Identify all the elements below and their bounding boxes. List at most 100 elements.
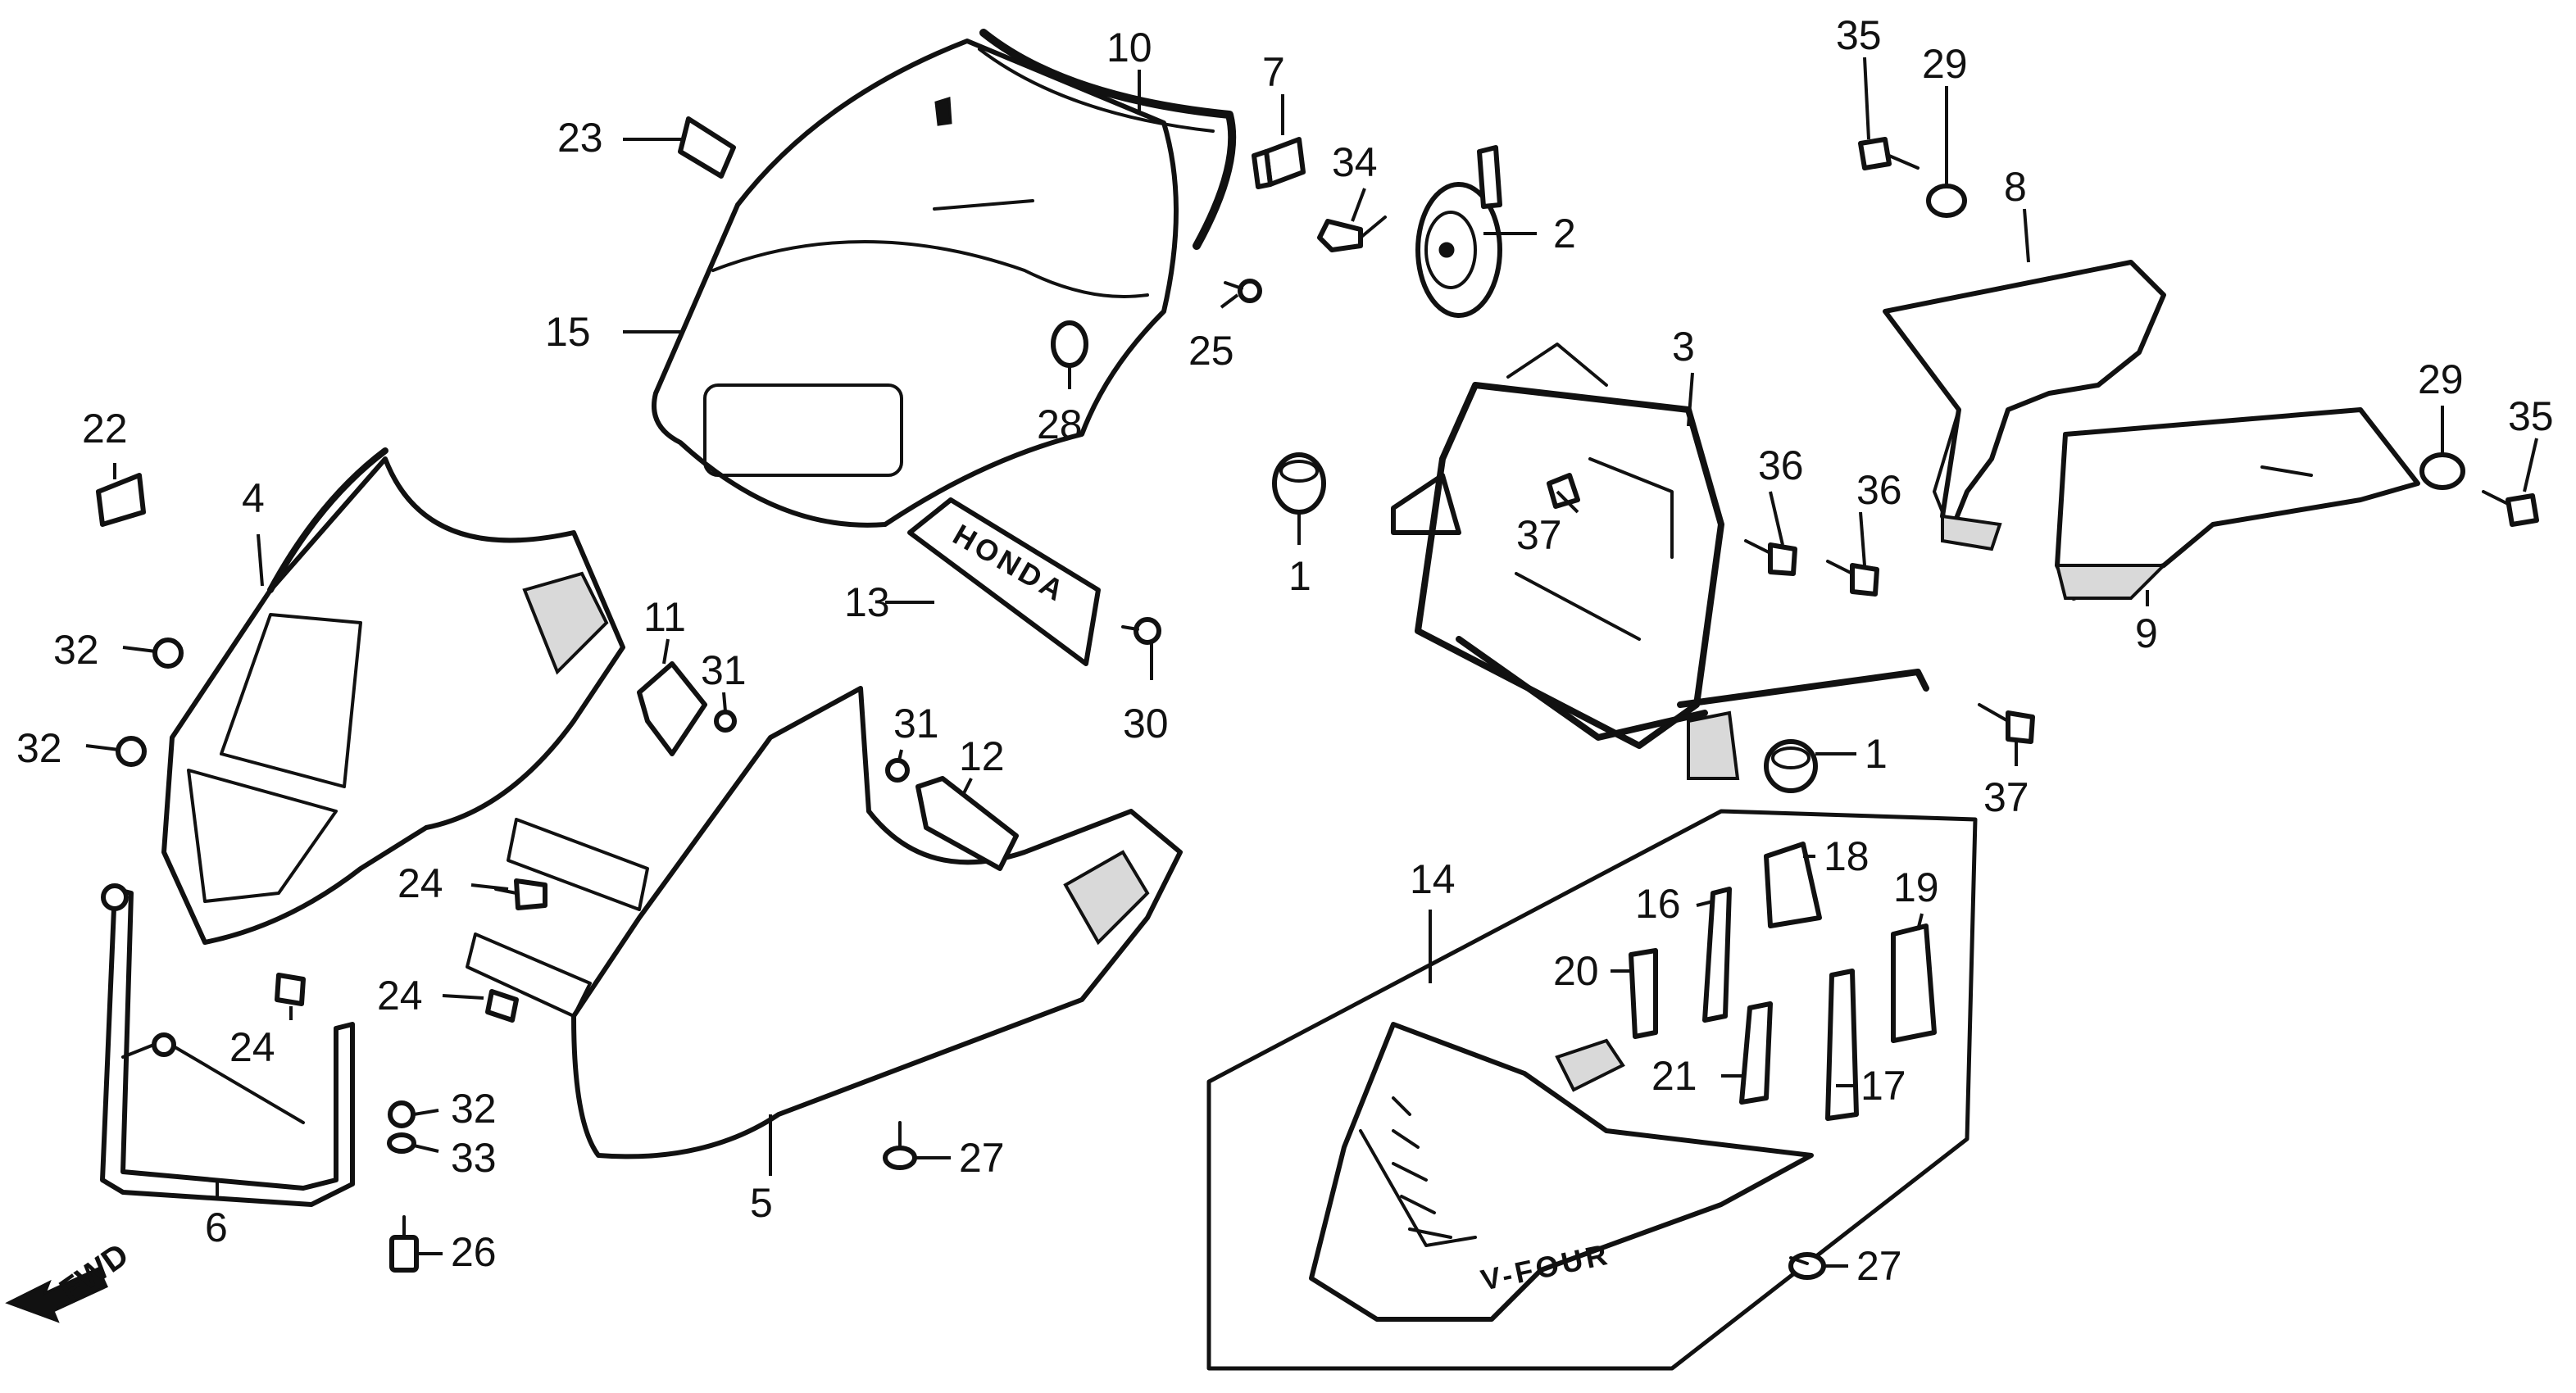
- decal-18: [1764, 842, 1822, 928]
- callout-32b: 32: [16, 725, 62, 771]
- callout-5: 5: [750, 1180, 773, 1226]
- callout-6: 6: [205, 1205, 228, 1250]
- callout-35a: 35: [1836, 12, 1882, 58]
- bolt-34: [1317, 216, 1387, 252]
- horn: [1415, 145, 1502, 318]
- callout-31b: 31: [893, 701, 939, 746]
- grommet-28: [1051, 320, 1088, 368]
- washer-29b: [2419, 452, 2465, 490]
- callout-32a: 32: [53, 627, 99, 673]
- callout-29a: 29: [1922, 41, 1968, 87]
- fairing-bracket: [1391, 343, 1929, 780]
- callout-37a: 37: [1516, 512, 1562, 558]
- decal-17: [1825, 969, 1859, 1121]
- callout-23: 23: [557, 115, 603, 161]
- callout-36a: 36: [1758, 442, 1804, 488]
- nut-32b: [116, 736, 147, 767]
- bolt-27b: [1788, 1252, 1826, 1280]
- bolt-37b: [1978, 703, 2035, 744]
- fwd-label: FWD: [53, 1236, 135, 1309]
- middle-cowl: [466, 686, 1183, 1159]
- callout-34: 34: [1332, 139, 1378, 185]
- inner-panel-upper: [1883, 260, 2166, 551]
- callout-24c: 24: [229, 1024, 275, 1070]
- callout-11: 11: [643, 594, 686, 640]
- callout-37b: 37: [1983, 774, 2029, 820]
- bolt-24b: [485, 989, 519, 1023]
- washer-33: [387, 1132, 416, 1154]
- honda-emblem: HONDA: [907, 497, 1101, 666]
- washer-29a: [1926, 184, 1967, 218]
- callout-labels: 23 10 7 34 2 25 15 28 13 4 22 32 32 11 3…: [16, 12, 2554, 1289]
- callout-12: 12: [959, 733, 1005, 779]
- callout-36b: 36: [1856, 467, 1902, 513]
- leader-lines: [85, 57, 2538, 1268]
- clip: [1252, 137, 1306, 189]
- callout-35b: 35: [2508, 393, 2554, 439]
- callout-10: 10: [1106, 25, 1152, 70]
- callout-7: 7: [1262, 49, 1285, 95]
- callout-8: 8: [2004, 164, 2027, 210]
- reflector-12: [915, 776, 1019, 871]
- callout-30: 30: [1123, 701, 1169, 746]
- bracket-11: [637, 661, 707, 756]
- callout-27a: 27: [959, 1135, 1005, 1181]
- callout-31a: 31: [701, 647, 747, 693]
- bolt-36b: [1826, 560, 1879, 597]
- screw-31a: [714, 710, 737, 733]
- callout-1b: 1: [1865, 731, 1888, 777]
- bolt-37a: [1547, 473, 1580, 509]
- decal-19: [1891, 923, 1937, 1043]
- nut-32c: [388, 1100, 416, 1128]
- callout-28: 28: [1037, 402, 1083, 447]
- callout-15: 15: [545, 309, 591, 355]
- cushion-1a: [1272, 452, 1326, 515]
- bolt-27a: [883, 1121, 917, 1170]
- callout-21: 21: [1651, 1053, 1697, 1099]
- decal-strip: [678, 116, 736, 179]
- callout-13: 13: [844, 579, 890, 625]
- decal-21: [1739, 1001, 1773, 1105]
- windscreen: [652, 39, 1179, 528]
- decal-16: [1702, 887, 1732, 1023]
- callout-22: 22: [82, 406, 128, 451]
- nut-32a: [152, 638, 184, 669]
- callout-27b: 27: [1856, 1243, 1902, 1289]
- callout-33: 33: [451, 1135, 497, 1181]
- callout-17: 17: [1860, 1063, 1906, 1109]
- callout-24a: 24: [398, 860, 443, 906]
- bolt-35b: [2482, 490, 2539, 527]
- bolt-24a: [494, 878, 547, 910]
- callout-4: 4: [242, 475, 265, 521]
- bolt-24c: [275, 973, 306, 1006]
- screw-31b: [885, 758, 910, 783]
- bolt-36a: [1744, 539, 1797, 576]
- callout-26: 26: [451, 1229, 497, 1275]
- cushion-1b: [1764, 739, 1818, 793]
- callout-20: 20: [1553, 948, 1599, 994]
- bolt-35a: [1858, 137, 1920, 170]
- upper-cowl: [161, 447, 625, 945]
- callout-16: 16: [1635, 881, 1681, 927]
- callout-19: 19: [1893, 864, 1939, 910]
- cowl-stay: [100, 883, 355, 1207]
- callout-14: 14: [1410, 856, 1456, 902]
- callout-32c: 32: [451, 1086, 497, 1132]
- callout-9: 9: [2135, 610, 2158, 656]
- callout-18: 18: [1824, 833, 1870, 879]
- callout-2: 2: [1553, 211, 1576, 256]
- callout-29b: 29: [2418, 356, 2464, 402]
- bolt-30: [1121, 617, 1161, 645]
- forward-direction-arrow: FWD: [5, 1236, 135, 1323]
- screw-25: [1224, 279, 1262, 303]
- callout-24b: 24: [377, 973, 423, 1019]
- callout-1a: 1: [1288, 553, 1311, 599]
- windscreen-trim: [934, 29, 1237, 250]
- decal-22: [96, 473, 146, 527]
- callout-25: 25: [1188, 328, 1234, 374]
- inner-panel-lower: [2055, 407, 2420, 601]
- bolt-26: [389, 1215, 419, 1273]
- callout-3: 3: [1672, 324, 1695, 370]
- decal-20: [1629, 948, 1658, 1039]
